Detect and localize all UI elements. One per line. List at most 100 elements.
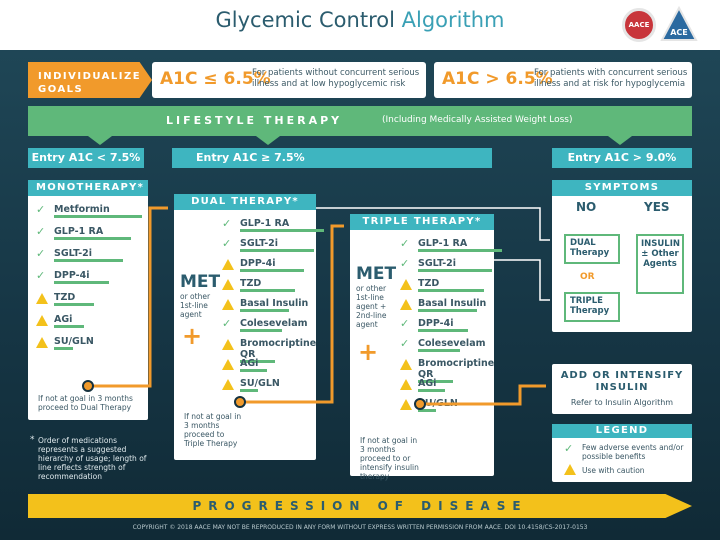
warning-icon (400, 399, 412, 410)
dual-recommendation-bar (240, 289, 295, 292)
mono-med-item: TZD (54, 292, 142, 306)
dual-recommendation-bar (240, 389, 258, 392)
lifestyle-arrows (88, 136, 632, 145)
dual-med-item: Basal Insulin (240, 298, 324, 312)
symptoms-title: SYMPTOMS (552, 180, 692, 196)
triple-recommendation-bar (418, 349, 460, 352)
mono-recommendation-bar (54, 237, 131, 240)
check-icon: ✓ (400, 257, 410, 270)
warning-icon (36, 337, 48, 348)
triple-med-label: AGi (418, 378, 437, 389)
mono-recommendation-bar (54, 215, 142, 218)
triple-med-item: Bromocriptine QR (418, 358, 502, 383)
goal-low-box: A1C ≤ 6.5% For patients without concurre… (152, 62, 426, 98)
svg-text:ACE: ACE (670, 28, 688, 37)
check-icon: ✓ (400, 237, 410, 250)
dual-recommendation-bar (240, 309, 289, 312)
entry-dual: Entry A1C ≥ 7.5% (172, 148, 492, 168)
warning-icon (222, 299, 234, 310)
triple-recommendation-bar (418, 389, 445, 392)
dual-med-item: DPP-4i (240, 258, 324, 272)
copyright: COPYRIGHT © 2018 AACE MAY NOT BE REPRODU… (132, 524, 588, 531)
dual-med-item: TZD (240, 278, 324, 292)
dual-med-label: TZD (240, 278, 262, 289)
check-icon: ✓ (400, 337, 410, 350)
mono-med-item: SU/GLN (54, 336, 142, 350)
mono-med-label: TZD (54, 292, 76, 303)
triple-recommendation-bar (418, 380, 453, 383)
dual-met-desc: or other 1st-line agent (180, 292, 211, 319)
legend-item-caution: Use with caution (582, 466, 645, 475)
triple-med-item: Basal Insulin (418, 298, 502, 312)
dual-med-item: SGLT-2i (240, 238, 324, 252)
goal-high-value: A1C > 6.5% (442, 69, 553, 89)
symptoms-triple-box: TRIPLE Therapy (564, 292, 620, 322)
triple-med-item: TZD (418, 278, 502, 292)
page-title: Glycemic Control Algorithm (215, 8, 505, 32)
triple-med-label: Basal Insulin (418, 298, 487, 309)
goal-high-box: A1C > 6.5% For patients with concurrent … (434, 62, 692, 98)
triple-plus: + (358, 338, 379, 366)
aace-logo: AACE (622, 8, 656, 42)
mono-recommendation-bar (54, 347, 73, 350)
mono-med-item: AGi (54, 314, 142, 328)
legend-warning-icon (564, 464, 576, 475)
check-icon: ✓ (222, 217, 232, 230)
warning-icon (36, 315, 48, 326)
triple-med-item: DPP-4i (418, 318, 502, 332)
warning-icon (36, 293, 48, 304)
warning-icon (222, 359, 234, 370)
mono-recommendation-bar (54, 259, 123, 262)
warning-icon (400, 279, 412, 290)
check-icon: ✓ (222, 317, 232, 330)
ace-logo: ACE (660, 6, 698, 41)
add-insulin-title: ADD OR INTENSIFY INSULIN (560, 370, 684, 393)
triple-met-label: MET (356, 264, 397, 284)
dual-met-label: MET (180, 272, 221, 292)
mono-recommendation-bar (54, 325, 84, 328)
check-icon: ✓ (400, 317, 410, 330)
footnote-text: Order of medications represents a sugges… (38, 436, 147, 481)
triple-med-item: SGLT-2i (418, 258, 502, 272)
dual-med-item: AGi (240, 358, 324, 372)
triple-therapy-title: TRIPLE THERAPY* (350, 214, 494, 230)
symptoms-or: OR (580, 272, 595, 282)
add-insulin-box: ADD OR INTENSIFY INSULIN Refer to Insuli… (552, 364, 692, 414)
mono-med-item: DPP-4i (54, 270, 142, 284)
triple-med-label: TZD (418, 278, 440, 289)
dual-therapy-panel: DUAL THERAPY* MET or other 1st-line agen… (174, 194, 324, 460)
mono-note: If not at goal in 3 months proceed to Du… (38, 394, 133, 412)
legend-item-benefit: Few adverse events and/or possible benef… (582, 443, 684, 461)
legend-title: LEGEND (552, 424, 692, 438)
triple-note: If not at goal in 3 months proceed to or… (360, 436, 419, 481)
goal-low-value: A1C ≤ 6.5% (160, 69, 271, 89)
mono-med-label: SGLT-2i (54, 248, 93, 259)
dual-med-item: GLP-1 RA (240, 218, 324, 232)
dual-med-label: Bromocriptine QR (240, 338, 317, 360)
mono-med-item: Metformin (54, 204, 142, 218)
triple-recommendation-bar (418, 309, 477, 312)
dual-med-label: AGi (240, 358, 259, 369)
warning-icon (222, 339, 234, 350)
triple-med-label: Colesevelam (418, 338, 486, 349)
check-icon: ✓ (36, 247, 46, 260)
dual-recommendation-bar (240, 269, 304, 272)
mono-med-label: SU/GLN (54, 336, 94, 347)
symptoms-yes: YES (644, 200, 670, 214)
add-insulin-sub: Refer to Insulin Algorithm (570, 398, 674, 407)
triple-recommendation-bar (418, 409, 436, 412)
dual-recommendation-bar (240, 369, 267, 372)
dual-therapy-title: DUAL THERAPY* (174, 194, 316, 210)
mono-med-label: GLP-1 RA (54, 226, 104, 237)
dual-plus: + (182, 322, 203, 350)
dual-recommendation-bar (240, 249, 314, 252)
goal-high-desc: For patients with concurrent serious ill… (534, 68, 688, 89)
monotherapy-panel: MONOTHERAPY* ✓Metformin✓GLP-1 RA✓SGLT-2i… (28, 180, 148, 420)
warning-icon (400, 359, 412, 370)
triple-med-item: AGi (418, 378, 502, 392)
dual-med-item: Bromocriptine QR (240, 338, 324, 363)
warning-icon (222, 379, 234, 390)
lifestyle-subtitle: (Including Medically Assisted Weight Los… (382, 115, 573, 125)
entry-mono: Entry A1C < 7.5% (28, 148, 144, 168)
